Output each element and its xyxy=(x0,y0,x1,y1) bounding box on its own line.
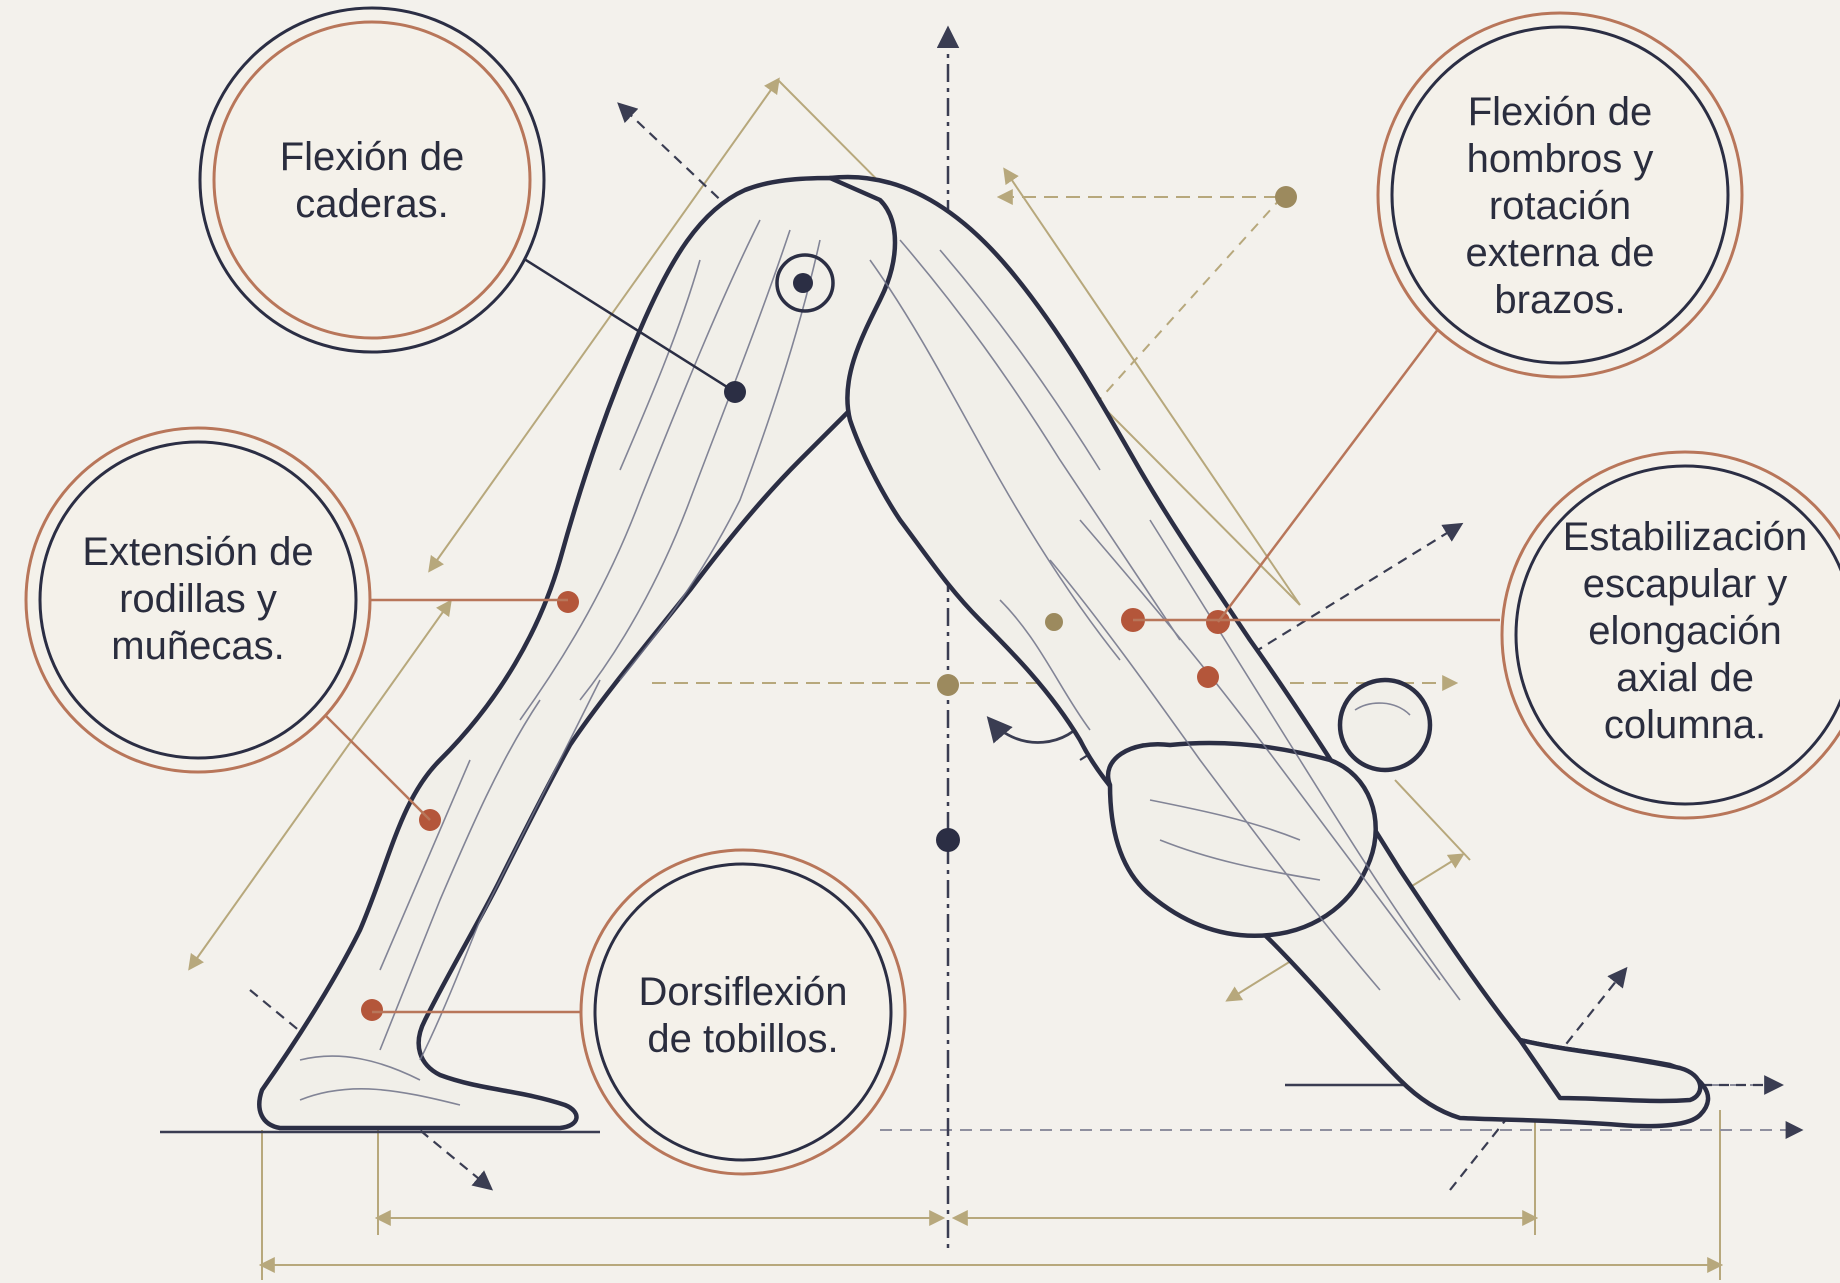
callout-shoulders-line-4: externa de xyxy=(1465,231,1654,275)
callout-hips-line-2: caderas. xyxy=(295,182,448,226)
callout-scapula-line-2: escapular y xyxy=(1583,562,1788,606)
callout-shoulders: Flexión de hombros y rotación externa de… xyxy=(1378,13,1742,377)
callout-scapula: Estabilización escapular y elongación ax… xyxy=(1502,452,1840,818)
callout-shoulders-line-5: brazos. xyxy=(1494,278,1625,322)
shoulders-leader xyxy=(1218,320,1445,622)
trunk-guide-dot xyxy=(1045,613,1063,631)
callout-scapula-line-5: columna. xyxy=(1604,703,1766,747)
callout-hips-line-1: Flexión de xyxy=(280,135,465,179)
callout-hips: Flexión de caderas. xyxy=(200,8,544,352)
callout-knees-line-1: Extensión de xyxy=(82,530,313,574)
callout-shoulders-line-3: rotación xyxy=(1489,184,1631,228)
callout-ankles-line-2: de tobillos. xyxy=(647,1017,838,1061)
callout-scapula-line-4: axial de xyxy=(1616,656,1754,700)
callout-knees-line-3: muñecas. xyxy=(111,624,284,668)
hair-bun xyxy=(1340,680,1430,770)
ankle-dot xyxy=(361,999,383,1021)
callout-scapula-line-1: Estabilización xyxy=(1563,515,1808,559)
wrists-leader xyxy=(320,710,430,820)
callout-knees-line-2: rodillas y xyxy=(119,577,277,621)
shoulder-guide-dot xyxy=(1275,186,1297,208)
callout-shoulders-line-1: Flexión de xyxy=(1468,90,1653,134)
callout-scapula-line-3: elongación xyxy=(1588,609,1782,653)
callout-knees: Extensión de rodillas y muñecas. xyxy=(26,428,370,772)
center-of-mass-dot xyxy=(937,674,959,696)
callout-ankles-line-1: Dorsiflexión xyxy=(639,970,848,1014)
knee-dot xyxy=(557,591,579,613)
forearm-guide-tick xyxy=(1395,780,1470,860)
axis-anchor-dot xyxy=(936,828,960,852)
callout-shoulders-line-2: hombros y xyxy=(1467,137,1654,181)
scapula-dot-2 xyxy=(1197,666,1219,688)
callout-ankles: Dorsiflexión de tobillos. xyxy=(581,850,905,1174)
hips-leader-dot xyxy=(724,381,746,403)
